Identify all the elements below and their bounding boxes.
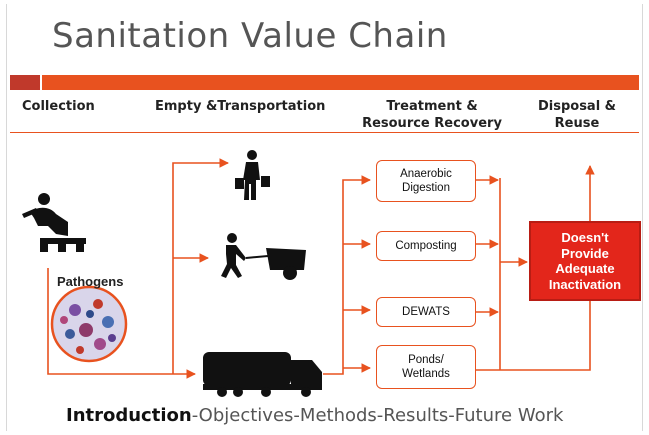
column-disposal-line1: Disposal & [537,99,617,114]
warning-line2: Provide [561,245,609,261]
slide-title: Sanitation Value Chain [52,16,448,56]
column-collection: Collection [22,99,95,114]
box-ponds-line1: Ponds/ [408,354,444,366]
warning-line4: Inactivation [548,276,622,292]
column-treatment-line2: Resource Recovery [362,116,502,131]
person-carrying-buckets-icon [235,150,270,200]
column-treatment-line1: Treatment & [386,99,478,114]
flow-line-collection [47,268,196,379]
person-pushing-cart-icon [221,233,306,280]
box-dewats: DEWATS [376,297,476,327]
box-composting-label: Composting [395,240,457,252]
footer-other-sections: -Objectives-Methods-Results-Future Work [191,405,564,426]
header-bar [42,75,639,90]
header-bar-accent [10,75,40,90]
column-treatment: Treatment & Resource Recovery [352,98,512,132]
slide-frame [6,4,643,431]
pathogens-label: Pathogens [57,274,124,289]
header-divider [10,132,639,133]
box-dewats-label: DEWATS [402,306,450,318]
column-empty-transport: Empty &Transportation [155,99,326,114]
box-anaerobic-digestion-line2: Digestion [402,182,450,194]
column-disposal: Disposal & Reuse [537,98,617,132]
pathogen-microscope-icon [50,285,128,363]
box-ponds-wetlands: Ponds/ Wetlands [376,345,476,389]
box-anaerobic-digestion-line1: Anaerobic [400,168,452,180]
flow-line-transport-trunk [172,158,229,374]
box-anaerobic-digestion: Anaerobic Digestion [376,160,476,202]
footer-current-section: Introduction [66,405,192,426]
squatting-person-icon [22,193,86,252]
footer-nav: Introduction-Objectives-Methods-Results-… [66,405,563,426]
box-ponds-line2: Wetlands [402,368,450,380]
warning-line1: Doesn't [561,230,609,245]
flow-line-treatment-trunk [323,175,371,375]
warning-box: Doesn't Provide Adequate Inactivation [529,221,641,301]
warning-line3: Adequate [555,261,615,276]
column-disposal-line2: Reuse [554,116,600,131]
box-composting: Composting [376,231,476,261]
vacuum-truck-icon [203,352,322,397]
